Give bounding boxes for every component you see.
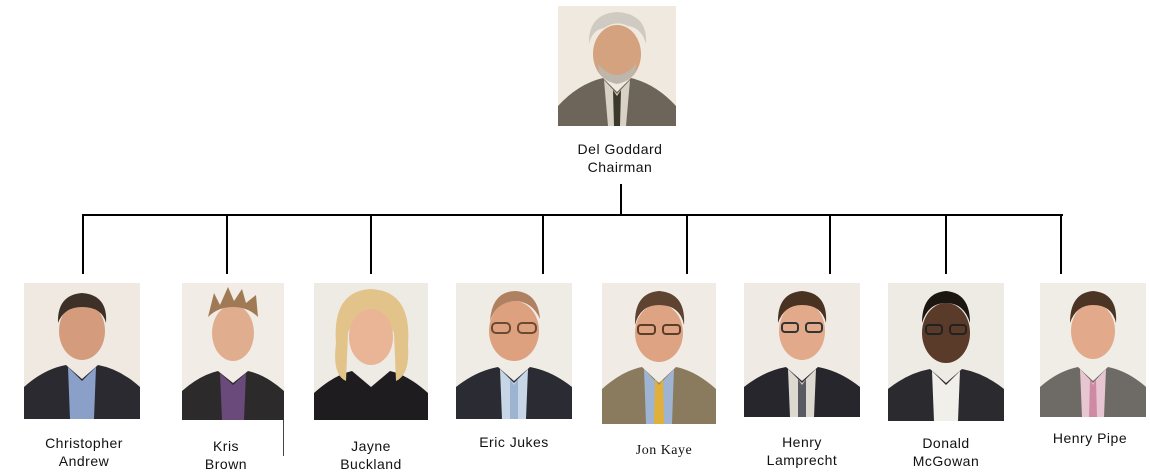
member-label-kris-brown: Kris Brown xyxy=(168,437,284,473)
connector-drop-8 xyxy=(1060,214,1062,274)
connector-drop-1 xyxy=(82,214,84,274)
member-photo-christopher-andrew xyxy=(24,283,140,419)
connector-drop-7 xyxy=(945,214,947,274)
member-name-line1: Jon Kaye xyxy=(635,443,693,458)
connector-trunk xyxy=(620,184,622,215)
chairman-title: Chairman xyxy=(587,159,653,175)
member-photo-eric-jukes xyxy=(456,283,572,419)
member-label-henry-lamprecht: Henry Lamprecht xyxy=(732,433,872,469)
chairman-label: Del Goddard Chairman xyxy=(520,140,720,176)
member-photo-donald-mcgowan xyxy=(888,283,1004,421)
member-photo-jon-kaye xyxy=(602,283,716,424)
connector-drop-5 xyxy=(686,214,688,274)
member-name-line2: McGowan xyxy=(912,453,980,469)
member-label-jon-kaye: Jon Kaye xyxy=(594,442,734,460)
member-photo-jayne-buckland xyxy=(314,283,428,420)
member-photo-henry-lamprecht xyxy=(744,283,860,417)
member-photo-kris-brown xyxy=(182,283,284,420)
member-name-line2: Brown xyxy=(204,456,248,472)
connector-drop-2 xyxy=(226,214,228,274)
member-photo-henry-pipe xyxy=(1040,283,1146,417)
connector-bar xyxy=(82,214,1063,216)
connector-drop-6 xyxy=(829,214,831,274)
connector-drop-4 xyxy=(542,214,544,274)
member-name-line1: Eric Jukes xyxy=(479,434,549,450)
member-name-line2: Buckland xyxy=(340,456,402,472)
member-label-jayne-buckland: Jayne Buckland xyxy=(301,437,441,473)
member-name-line1: Henry Pipe xyxy=(1052,430,1128,446)
divider-line xyxy=(283,420,284,456)
member-name-line2: Andrew xyxy=(58,453,110,469)
member-label-donald-mcgowan: Donald McGowan xyxy=(876,434,1016,470)
member-name-line1: Henry xyxy=(782,434,822,450)
member-name-line1: Kris xyxy=(212,438,240,454)
chairman-name: Del Goddard xyxy=(577,141,663,157)
chairman-photo xyxy=(558,6,676,126)
member-name-line1: Jayne xyxy=(351,438,391,454)
member-name-line1: Donald xyxy=(922,435,970,451)
member-name-line1: Christopher xyxy=(45,435,123,451)
member-label-christopher-andrew: Christopher Andrew xyxy=(14,434,154,470)
member-label-henry-pipe: Henry Pipe xyxy=(1030,429,1150,447)
connector-drop-3 xyxy=(370,214,372,274)
member-name-line2: Lamprecht xyxy=(766,452,838,468)
member-label-eric-jukes: Eric Jukes xyxy=(444,433,584,451)
